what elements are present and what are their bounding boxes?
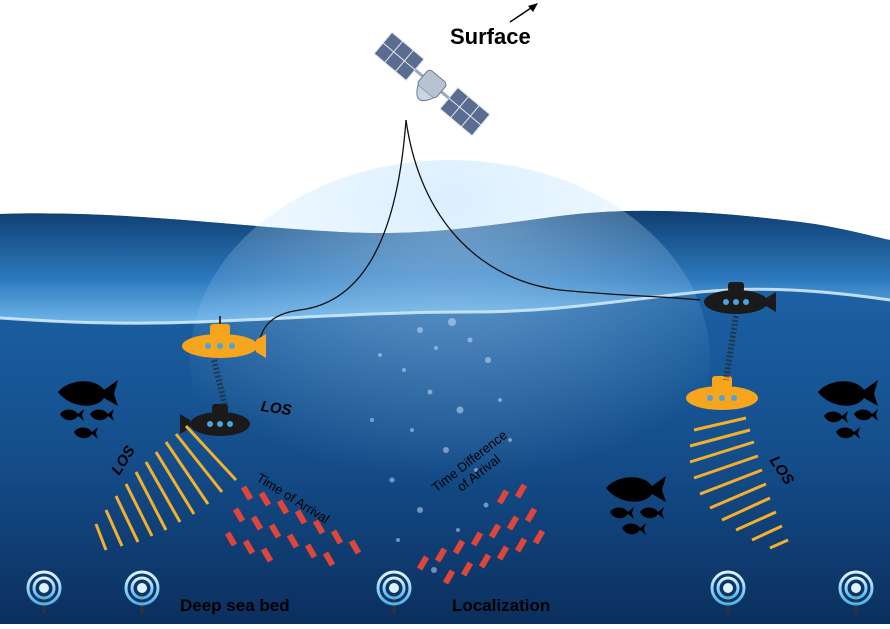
cable-left xyxy=(257,119,407,351)
fish-icon xyxy=(58,380,118,439)
acoustic-link xyxy=(723,315,739,381)
submarine-icon xyxy=(704,282,776,314)
deep-sea-bed-label: Deep sea bed xyxy=(180,596,290,615)
bubble-column xyxy=(370,318,512,573)
arrow-icon xyxy=(509,3,538,23)
beacon-icon xyxy=(376,570,412,614)
fish-icon xyxy=(606,476,666,535)
light-glow xyxy=(190,160,710,560)
fish-icon xyxy=(818,380,878,439)
beacon-icon xyxy=(838,570,874,614)
los-beam-left xyxy=(94,424,238,551)
tdoa-marks xyxy=(416,483,546,585)
acoustic-link xyxy=(211,359,229,411)
los-beam-right xyxy=(689,416,789,550)
beacon-icon xyxy=(124,570,160,614)
toa-marks xyxy=(224,485,362,567)
surface-label: Surface xyxy=(450,24,531,49)
beacon-icon xyxy=(26,570,62,614)
beacon-icon xyxy=(710,570,746,614)
localization-label: Localization xyxy=(452,596,551,615)
submarine-icon xyxy=(686,376,758,410)
submarine-icon xyxy=(182,316,266,358)
satellite-icon xyxy=(373,31,491,137)
cable-right xyxy=(405,119,701,301)
